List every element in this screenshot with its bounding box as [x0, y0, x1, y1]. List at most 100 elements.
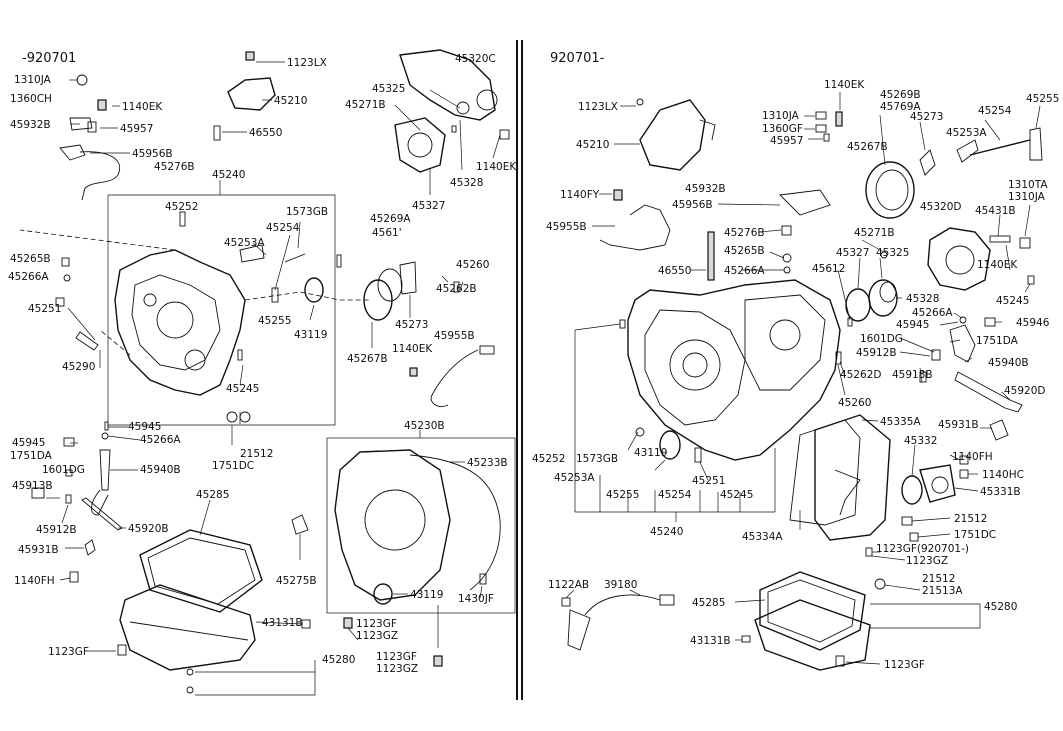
shaft-45253A-r: [956, 139, 979, 163]
label-1123GF-2: 1123GF: [356, 618, 397, 630]
plug-1430JF: [479, 573, 487, 585]
breather-45290: [75, 331, 99, 351]
washer-21512: [226, 411, 238, 423]
ring-45273-r: [919, 149, 936, 176]
dipstick-46550: [213, 125, 221, 141]
label-r-45325: 45325: [876, 247, 909, 259]
label-45230B: 45230B: [404, 420, 445, 432]
label-r-45913B: 45913B: [892, 369, 933, 381]
label-r-43131B: 43131B: [690, 635, 731, 647]
label-1123GF: 1123GF: [48, 646, 89, 658]
left-panel: -920701: [8, 49, 517, 696]
label-r-45912B: 45912B: [856, 347, 897, 359]
label-1310JA: 1310JA: [14, 74, 52, 86]
label-r-45269B: 45269B: [880, 89, 921, 101]
label-r-45285: 45285: [692, 597, 725, 609]
label-45260: 45260: [456, 259, 489, 271]
lever-45940B: [99, 449, 111, 491]
shaft-45253A: [239, 244, 265, 263]
label-43119: 43119: [294, 329, 327, 341]
label-1123GZ: 1123GZ: [356, 630, 398, 642]
bracket-45210-r: [639, 99, 706, 171]
label-45912B: 45912B: [36, 524, 77, 536]
oil-pan-45280-r: [754, 599, 871, 671]
label-1140EK-b: 1140EK: [476, 161, 517, 173]
plug-45251-r: [694, 447, 702, 463]
pin-45245: [237, 349, 243, 361]
gasket-45233B: [409, 454, 501, 591]
label-45251: 45251: [28, 303, 61, 315]
label-43131B: 43131B: [262, 617, 303, 629]
label-1123GZ-2: 1123GZ: [376, 663, 418, 675]
washer-21512-r: [874, 578, 886, 590]
label-r-45254: 45254: [978, 105, 1012, 117]
label-r-45955B: 45955B: [546, 221, 587, 233]
label-45327: 45327: [412, 200, 445, 212]
oring-45325: [456, 101, 470, 115]
label-r-1140EK: 1140EK: [824, 79, 865, 91]
label-r-45431B: 45431B: [975, 205, 1016, 217]
washer-45266A: [63, 274, 71, 282]
label-r-1573GB: 1573GB: [576, 453, 618, 465]
oil-pan-45280: [119, 584, 256, 671]
seal-45328: [451, 125, 457, 133]
label-45956B: 45956B: [132, 148, 173, 160]
plug-1310JA: [76, 74, 88, 86]
label-r-45612: 45612: [812, 263, 845, 275]
label-r-1140FH: 1140FH: [952, 451, 993, 463]
seal-43119-r: [659, 430, 681, 460]
bolt-45431B: [989, 235, 1011, 243]
label-r-45334A: 45334A: [742, 531, 783, 543]
label-45957: 45957: [120, 123, 153, 135]
label-1573GB: 1573GB: [286, 206, 328, 218]
label-1123LX: 1123LX: [287, 57, 327, 69]
oring-45325-r: [868, 279, 898, 317]
label-45325: 45325: [372, 83, 405, 95]
label-45253A: 45253A: [224, 237, 265, 249]
label-r-45932B: 45932B: [685, 183, 726, 195]
label-46550: 46550: [249, 127, 282, 139]
bracket-45932B: [69, 117, 93, 131]
label-r-45931B: 45931B: [938, 419, 979, 431]
harness-45955B: [430, 349, 479, 407]
label-r-45254: 45254: [658, 489, 692, 501]
plug-45251: [55, 297, 65, 307]
rod-45920B: [81, 497, 123, 531]
gasket-45285-r: [759, 571, 866, 651]
bolt-1123GF: [117, 644, 127, 656]
seal-45327-r: [845, 288, 871, 322]
label-r-45240: 45240: [650, 526, 683, 538]
label-r-1140HC: 1140HC: [982, 469, 1024, 481]
label-r-21513A: 21513A: [922, 585, 963, 597]
label-r-45266A-2: 45266A: [912, 307, 953, 319]
label-r-45251: 45251: [692, 475, 725, 487]
label-r-43119: 43119: [634, 447, 667, 459]
label-r-1123GF: 1123GF: [884, 659, 925, 671]
label-r-45940B: 45940B: [988, 357, 1029, 369]
seal-43119-b: [373, 583, 393, 605]
label-r-45946: 45946: [1016, 317, 1050, 329]
label-45940B: 45940B: [140, 464, 181, 476]
bolt-45262B: [453, 281, 460, 293]
right-panel: 920701-: [532, 51, 1059, 671]
bolt-1123LX: [245, 51, 255, 61]
label-r-45957: 45957: [770, 135, 803, 147]
label-45920B: 45920B: [128, 523, 169, 535]
label-45233B: 45233B: [467, 457, 508, 469]
seal-45332: [901, 475, 923, 505]
label-r-45245: 45245: [720, 489, 753, 501]
label-r-45253A: 45253A: [946, 127, 987, 139]
label-1123GF-3: 1123GF: [376, 651, 417, 663]
label-1140EK: 1140EK: [122, 101, 163, 113]
transaxle-case-r: [627, 279, 841, 461]
label-45271B: 45271B: [345, 99, 386, 111]
label-r-1360GF: 1360GF: [762, 123, 803, 135]
label-45955B: 45955B: [434, 330, 475, 342]
case-45320D: [927, 227, 991, 291]
label-r-45210: 45210: [576, 139, 609, 151]
label-45932B: 45932B: [10, 119, 51, 131]
label-45273: 45273: [395, 319, 428, 331]
sensor-39180: [567, 609, 591, 651]
label-45276B: 45276B: [154, 161, 195, 173]
sensor-45956B-r: [779, 189, 831, 216]
